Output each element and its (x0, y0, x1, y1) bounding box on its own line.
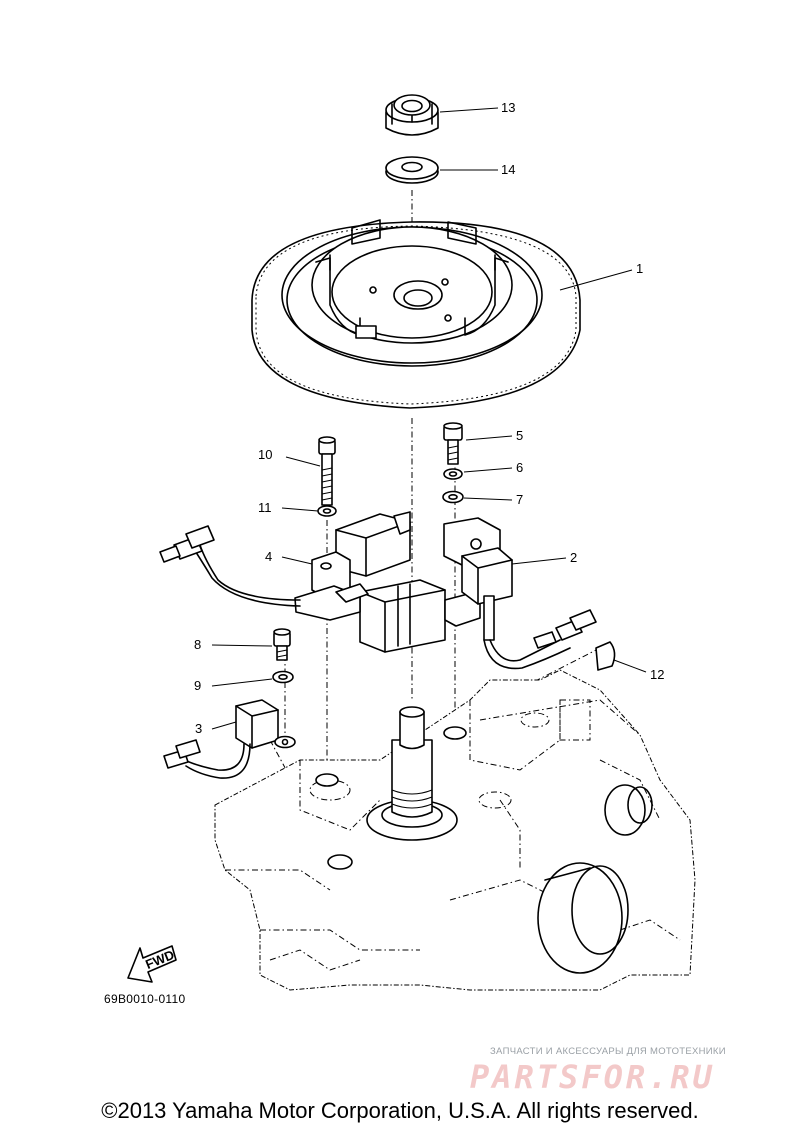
washer-7 (442, 490, 464, 504)
fwd-arrow: FWD (127, 945, 177, 983)
callout-11: 11 (258, 500, 272, 515)
callout-12: 12 (650, 667, 664, 682)
key-12 (595, 641, 616, 671)
leader-lines (211, 107, 647, 730)
stator-coil (294, 579, 481, 653)
callout-9: 9 (194, 678, 201, 693)
callout-8: 8 (194, 637, 201, 652)
callout-1: 1 (636, 261, 643, 276)
copyright-notice: ©2013 Yamaha Motor Corporation, U.S.A. A… (101, 1098, 699, 1123)
bolt-8 (273, 628, 291, 661)
bolt-5 (443, 422, 463, 465)
callout-13: 13 (501, 100, 515, 115)
spring-washer-6 (443, 468, 463, 480)
washer-9 (272, 670, 294, 684)
bolt-10 (318, 436, 336, 506)
callout-3: 3 (195, 721, 202, 736)
flywheel-nut (385, 94, 439, 136)
callout-10: 10 (258, 447, 272, 462)
fwd-label: FWD (143, 947, 176, 972)
callout-6: 6 (516, 460, 523, 475)
callout-4: 4 (265, 549, 272, 564)
lead-wires (159, 525, 597, 779)
pulser-coil-3 (235, 699, 296, 749)
washer-11 (317, 505, 337, 517)
flywheel-washer (385, 156, 439, 184)
diagram-reference-code: 69B0010-0110 (104, 992, 186, 1006)
charge-coil-4 (311, 511, 411, 599)
pulser-coil-2 (443, 517, 513, 641)
callout-5: 5 (516, 428, 523, 443)
callout-2: 2 (570, 550, 577, 565)
engine-block (214, 669, 696, 991)
flywheel-assembly (251, 219, 581, 409)
watermark-brand: PARTSFOR.RU (470, 1058, 715, 1096)
callout-7: 7 (516, 492, 523, 507)
callout-14: 14 (501, 162, 515, 177)
crankshaft-end (366, 706, 458, 841)
callout-numbers: 1 2 3 4 5 6 7 8 9 10 11 12 13 14 (194, 100, 664, 736)
watermark-subtitle: ЗАПЧАСТИ И АКСЕССУАРЫ ДЛЯ МОТОТЕХНИКИ (490, 1046, 726, 1057)
